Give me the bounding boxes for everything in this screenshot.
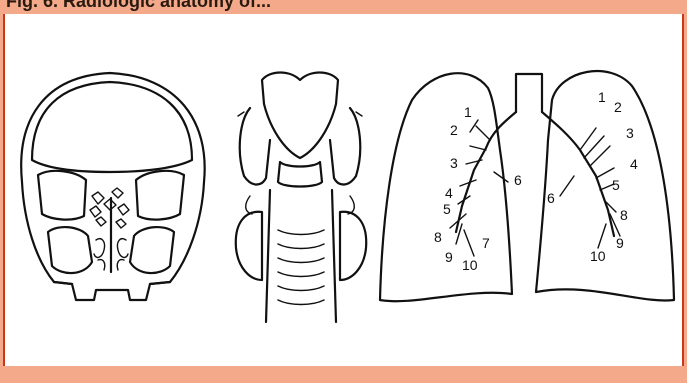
right-label-2: 2 [450, 122, 458, 138]
larynx-trachea-icon [236, 73, 366, 323]
left-label-8: 8 [620, 207, 628, 223]
skull-coronal-icon [21, 73, 204, 300]
right-label-10: 10 [462, 257, 478, 273]
left-label-1: 1 [598, 89, 606, 105]
right-label-6: 6 [514, 172, 522, 188]
right-label-7: 7 [482, 235, 490, 251]
right-label-3: 3 [450, 155, 458, 171]
left-label-10: 10 [590, 248, 606, 264]
left-label-9: 9 [616, 235, 624, 251]
left-label-4: 4 [630, 156, 638, 172]
left-label-5: 5 [612, 177, 620, 193]
right-label-1: 1 [464, 104, 472, 120]
left-label-2: 2 [614, 99, 622, 115]
right-label-5: 5 [443, 201, 451, 217]
left-label-6: 6 [547, 190, 555, 206]
lungs-bronchi-icon: 1 2 3 4 5 6 7 8 9 10 1 2 3 4 5 6 8 9 10 [380, 71, 674, 301]
right-label-4: 4 [445, 185, 453, 201]
right-label-8: 8 [434, 229, 442, 245]
right-label-9: 9 [445, 249, 453, 265]
left-label-3: 3 [626, 125, 634, 141]
